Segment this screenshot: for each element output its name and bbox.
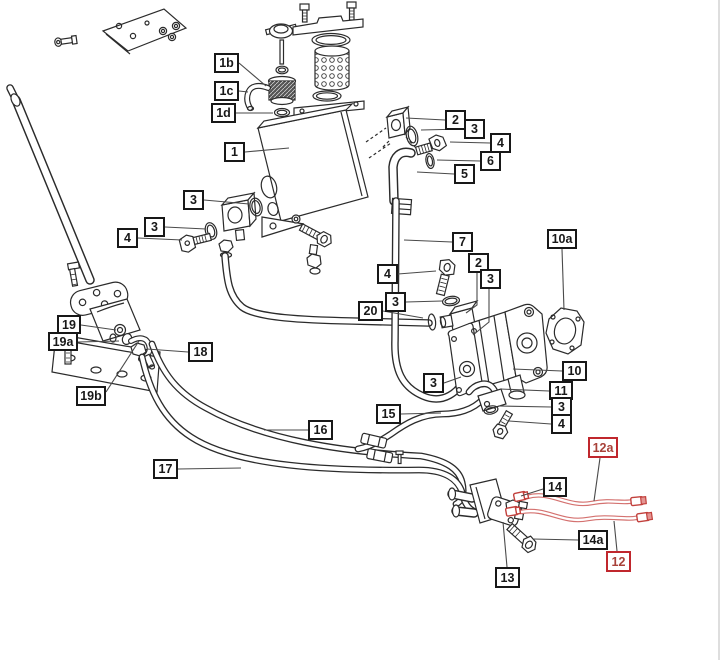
part-label-11-elbow[interactable]: 11 <box>549 381 573 400</box>
leader-line-14a-bolt <box>532 538 579 541</box>
leader-line-17-hose <box>177 467 242 470</box>
part-label-15-pipe[interactable]: 15 <box>376 404 401 424</box>
part-label-2-pump-fitting[interactable]: 2 <box>468 253 489 273</box>
part-label-1d[interactable]: 1d <box>211 103 236 123</box>
filter-cover-bolt <box>299 3 310 23</box>
part-label-17-hose[interactable]: 17 <box>153 459 178 479</box>
pipe-union <box>366 448 394 464</box>
leader-line-11-elbow <box>499 388 550 392</box>
part-top-right-fitting <box>381 105 448 170</box>
elbow-bolt <box>492 409 514 440</box>
part-label-3-pump-fitting-oring[interactable]: 3 <box>480 269 501 289</box>
part-label-19a[interactable]: 19a <box>48 332 78 351</box>
leader-line-1 <box>244 147 290 153</box>
leader-line-10a-gasket <box>561 248 565 311</box>
leader-line-14-connector <box>520 488 544 497</box>
part-label-4-pump-fitting-bolt[interactable]: 4 <box>377 264 398 284</box>
part-label-14-connector[interactable]: 14 <box>543 477 567 497</box>
part-label-6-oring[interactable]: 6 <box>480 151 501 171</box>
part-label-13-valve[interactable]: 13 <box>495 567 520 588</box>
leader-line-20-suction-pipe <box>382 310 424 319</box>
leader-line-3-suction-oring <box>405 300 443 303</box>
part-left-fitting <box>178 191 263 259</box>
leader-line-3-pump-fitting-oring <box>472 289 490 336</box>
leader-line-1b <box>238 62 267 87</box>
leader-line-15-pipe <box>400 412 442 415</box>
leader-line-3-block-oring <box>203 199 250 205</box>
part-label-20-suction-pipe[interactable]: 20 <box>358 301 383 321</box>
part-label-1b[interactable]: 1b <box>214 53 239 73</box>
part-label-19b[interactable]: 19b <box>76 386 106 406</box>
part-label-10a-gasket[interactable]: 10a <box>547 229 577 249</box>
leader-line-4-tank-plug <box>449 141 491 144</box>
part-elbow-11 <box>469 384 514 440</box>
part-label-12-hose[interactable]: 12 <box>606 551 631 572</box>
part-label-10-pump[interactable]: 10 <box>562 361 587 381</box>
part-label-7-return-pipe[interactable]: 7 <box>452 232 473 252</box>
part-oil-tank <box>256 103 392 238</box>
leader-line-5-elbow-pipe <box>416 171 455 175</box>
part-label-1[interactable]: 1 <box>224 142 245 162</box>
part-label-12a-hose[interactable]: 12a <box>588 437 618 458</box>
part-label-3-pump-oring[interactable]: 3 <box>423 373 444 393</box>
part-label-5-elbow-pipe[interactable]: 5 <box>454 164 475 184</box>
leader-line-19a <box>77 340 120 343</box>
leader-line-18 <box>146 348 189 353</box>
part-bolt-14a <box>506 522 537 554</box>
leader-line-6-oring <box>436 159 481 162</box>
part-filler-cap-assembly <box>264 23 298 106</box>
leader-line-7-return-pipe <box>403 239 453 243</box>
leader-line-2-pump-fitting <box>465 273 478 314</box>
part-label-2-tank[interactable]: 2 <box>445 110 466 130</box>
part-hose-12 <box>504 505 654 523</box>
part-tank-stud <box>306 243 322 275</box>
leader-line-12-hose <box>613 520 618 552</box>
filter-cover-bolt <box>346 1 357 21</box>
part-hydraulic-pump <box>447 303 548 400</box>
part-label-3-tank-fitting-oring[interactable]: 3 <box>464 119 485 139</box>
part-label-4-plug[interactable]: 4 <box>117 228 138 248</box>
part-oring-1d <box>273 107 291 118</box>
leader-line-19b <box>105 340 140 393</box>
part-label-16-pipe[interactable]: 16 <box>308 420 333 440</box>
part-label-4-tank-plug[interactable]: 4 <box>490 133 511 153</box>
part-label-3-block-oring[interactable]: 3 <box>183 190 204 210</box>
column-small-bolt <box>66 261 81 287</box>
leader-line-1c <box>238 90 249 93</box>
leader-line-4-pump-fitting-bolt <box>397 270 437 275</box>
leader-line-3-pump-oring <box>443 376 462 384</box>
leader-line-12a-hose <box>593 457 601 502</box>
part-label-18[interactable]: 18 <box>188 342 213 362</box>
leader-line-3-elbow-oring <box>497 405 552 408</box>
pipe-union <box>360 432 388 449</box>
part-gasket-10a <box>545 307 585 355</box>
part-breather-elbow <box>247 86 268 112</box>
part-label-3-plug-oring[interactable]: 3 <box>144 217 165 237</box>
leader-line-3-plug-oring <box>164 226 207 230</box>
part-label-1c[interactable]: 1c <box>214 81 239 101</box>
leader-line-19 <box>80 324 117 331</box>
leader-line-4-elbow-bolt <box>508 420 552 425</box>
screw-small <box>395 450 404 465</box>
part-label-4-elbow-bolt[interactable]: 4 <box>551 414 572 434</box>
part-suction-pipe-20 <box>225 256 437 331</box>
part-label-14a-bolt[interactable]: 14a <box>578 530 608 550</box>
part-filter-assembly <box>292 1 365 117</box>
part-plate-bolt <box>54 34 78 47</box>
part-tank-mount-bolt <box>291 214 332 275</box>
leader-line-10-pump <box>512 368 563 372</box>
leader-lines <box>77 62 618 568</box>
leader-line-2-tank <box>405 117 446 121</box>
leader-line-4-plug <box>137 237 183 241</box>
leader-line-13-valve <box>502 521 508 568</box>
part-cover-plate <box>101 8 188 55</box>
part-label-3-suction-oring[interactable]: 3 <box>385 292 406 312</box>
part-hose-12a <box>512 490 647 507</box>
plug-bolt <box>178 232 213 253</box>
